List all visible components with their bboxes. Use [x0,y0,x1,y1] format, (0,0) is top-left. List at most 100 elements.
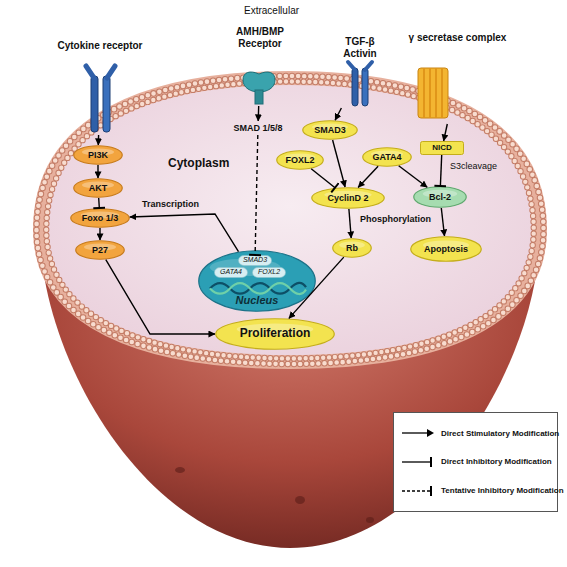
legend-row: Direct Stimulatory Modification [400,427,551,439]
receptor-node: SMAD 1/5/8 [225,121,291,135]
stimulatory-arrow [349,209,351,238]
node-ellipse [199,251,316,312]
stimulatory-arrow [333,140,346,187]
node-label: GATA4 [220,268,242,276]
stimulatory-arrow [441,208,444,236]
amh-receptor-symbol [243,72,275,104]
node-label: SMAD3 [314,125,346,135]
legend-sample [400,485,436,497]
receptor-node: Cytokine receptor [40,40,160,135]
node-ellipse [71,209,130,228]
gamma-secretase-symbol [418,68,448,118]
legend-text: Tentative Inhibitory Modification [441,486,564,495]
label-box: GATA4 [214,267,248,278]
legend-line [402,461,430,462]
pathway-ellipse: Rb [332,238,372,258]
pathway-ellipse: PI3K [73,145,123,165]
membrane-bead [36,76,543,364]
node-label: Proliferation [240,327,311,341]
receptor-head [348,62,372,70]
legend-line [402,490,430,491]
node-ellipse [76,241,125,260]
complex-stripe [435,68,437,118]
pathway-ellipse: Apoptosis [410,236,482,262]
node-ellipse [333,239,372,258]
node-pill [239,256,272,266]
receptor-head [86,66,115,78]
node-label: Foxo 1/3 [82,213,119,223]
inhibitory-connector [440,155,441,186]
stimulatory-arrow [444,124,448,141]
cell-pit [295,496,305,504]
complex-stripe [423,68,425,118]
node-label: GATA4 [372,152,401,162]
legend-bar [430,457,432,467]
legend-row: Tentative Inhibitory Modification [400,485,551,497]
text-label: S3cleavage [450,161,497,171]
node-label: CyclinD 2 [327,193,368,203]
cell-pit [175,467,185,473]
node-label: FOXL2 [285,155,314,165]
node-ellipse [74,179,123,198]
node-ellipse [74,146,123,165]
membrane-bead-outline [36,76,543,364]
stimulatory-arrow [130,214,239,252]
node-label: FOXL2 [258,268,280,276]
node-label: PI3K [88,150,108,160]
stimulatory-arrow [258,106,260,121]
pathway-ellipse: CyclinD 2 [311,187,385,209]
stimulatory-arrow [399,166,428,188]
node-label: Nucleus [236,294,279,307]
node-label: SMAD 1/5/8 [233,123,282,133]
label-box: NICD [420,141,464,155]
stimulatory-arrow [99,228,100,240]
node-label: TGF-β Activin [337,36,383,59]
node-ellipse [363,148,412,167]
legend-bar [430,486,432,496]
legend-row: Direct Inhibitory Modification [400,456,551,468]
pathway-ellipse: FOXL2 [276,150,324,170]
node-ellipse [303,121,358,140]
receptor-cup [243,72,275,92]
inhibitory-connector [98,198,100,208]
node-label: Rb [346,243,358,253]
node-label: Apoptosis [424,244,468,254]
receptor-chain [362,68,368,106]
node-label: AMH/BMP Receptor [229,26,291,49]
receptor-chain [103,76,110,132]
dna-strand [210,283,306,294]
stimulatory-arrow [98,135,100,145]
node-pill [215,268,248,278]
receptor-node: γ secretase complex [400,32,515,124]
stimulatory-arrow [358,166,378,187]
label-box: FOXL2 [252,267,286,278]
legend-arrow-head [427,429,434,437]
pathway-ellipse: Proliferation [215,318,335,350]
stimulatory-arrow [335,108,341,120]
node-label: AKT [89,183,108,193]
pathway-ellipse: Foxo 1/3 [70,208,130,228]
stimulatory-arrow [97,165,98,178]
pathway-ellipse: AKT [73,178,123,198]
cell-pit [366,517,374,523]
pathway-ellipse: Bcl-2 [413,186,467,208]
node-label: γ secretase complex [409,32,507,44]
pathway-ellipse: SMAD3 [302,120,358,140]
legend-sample [400,456,436,468]
receptor-node: AMH/BMP Receptor [218,26,302,106]
text-label: Cytoplasm [168,156,229,170]
membrane-band [40,78,540,362]
edge-label: Phosphorylation [360,214,431,224]
node-label: SMAD3 [243,256,267,264]
membrane-bead-outline [46,82,534,359]
node-label: Cytokine receptor [57,40,142,52]
inhibitory-connector [255,135,258,255]
legend-box: Direct Stimulatory ModificationDirect In… [393,412,558,512]
label-box: SMAD3 [238,255,272,266]
edge-label: Transcription [142,199,199,209]
node-rect [421,142,464,155]
stimulatory-arrow [289,257,344,318]
node-ellipse [414,187,467,208]
